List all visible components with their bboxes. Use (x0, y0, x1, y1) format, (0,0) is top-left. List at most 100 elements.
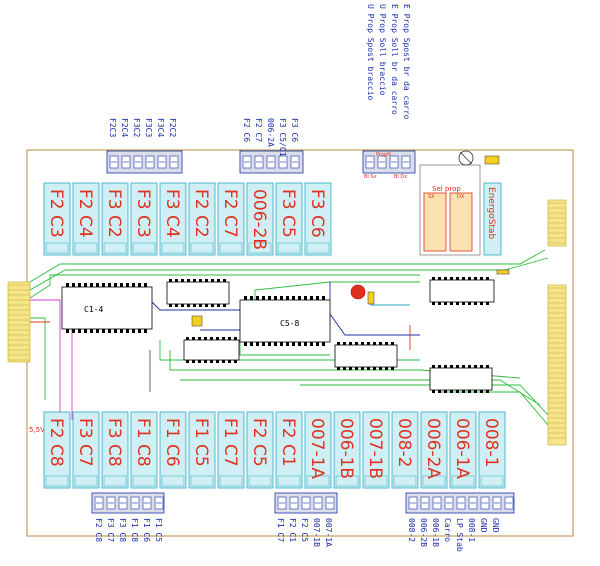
bottom-relay-label-2: F3 C8 (104, 418, 124, 467)
left-pin-header (7, 281, 31, 363)
top-connector-block-b (239, 150, 304, 174)
bottom-relay-label-12: 008-2 (394, 418, 414, 467)
top-relay-label-8: F3 C5 (278, 189, 298, 238)
bottom-relay-label-13: 006-2A (423, 418, 443, 479)
top-relay-label-6: F2 C7 (220, 189, 240, 238)
top-relay-6: F2 C7 (217, 182, 245, 256)
top-connector-label-b-2: 006-2A (266, 118, 275, 147)
top-relay-3: F3 C3 (130, 182, 158, 256)
bottom-connector-label-a-0: F2 C8 (94, 518, 103, 542)
top-relay-label-2: F3 C2 (104, 189, 124, 238)
bottom-relay-12: 008-2 (391, 411, 419, 489)
ic-small-5 (429, 367, 493, 391)
ic-small-3 (334, 344, 398, 368)
ic-small-4 (429, 279, 495, 303)
bl-sx-label: Bl Sx (364, 174, 377, 180)
bottom-relay-label-1: F3 C7 (75, 418, 95, 467)
bottom-relay-label-4: F1 C6 (162, 418, 182, 467)
top-relay-label-7: 006-2B (249, 189, 269, 250)
bottom-connector-label-a-1: F3 C7 (106, 518, 115, 542)
top-relay-label-1: F2 C4 (75, 189, 95, 238)
led-top-icon (484, 155, 500, 165)
bottom-connector-label-a-3: F1 C8 (130, 518, 139, 542)
bottom-connector-block-b (274, 492, 338, 514)
top-relay-8: F3 C5 (275, 182, 303, 256)
right-pin-header-top (547, 199, 567, 247)
chip-c1-4: C1-4 (61, 283, 153, 333)
bottom-connector-label-c-5: 008-1 (467, 518, 476, 542)
bottom-relay-13: 006-2A (420, 411, 448, 489)
top-relay-label-3: F3 C3 (133, 189, 153, 238)
bottom-relay-5: F1 C5 (188, 411, 216, 489)
ic-small-2 (183, 339, 240, 361)
bottom-connector-label-b-2: F2 C5 (300, 518, 309, 542)
bottom-relay-label-0: F2 C8 (46, 418, 66, 467)
voltage-label: 5,5V (29, 426, 45, 434)
bottom-relay-label-5: F1 C5 (191, 418, 211, 467)
bottom-relay-label-7: F2 C5 (249, 418, 269, 467)
bottom-relay-11: 007-1B (362, 411, 390, 489)
top-connector-label-a-4: F3C4 (156, 118, 165, 137)
bottom-connector-label-b-1: F2 C1 (288, 518, 297, 542)
bottom-relay-2: F3 C8 (101, 411, 129, 489)
top-connector-label-b-3: F3 C5/C1 (278, 118, 287, 157)
bottom-connector-label-c-6: GND (479, 518, 488, 533)
top-relay-9: F3 C6 (304, 182, 332, 256)
capacitor-icon (191, 315, 203, 327)
bottom-relay-label-6: F1 C7 (220, 418, 240, 467)
bottom-relay-14: 006-1A (449, 411, 477, 489)
top-connector-label-c-0: U Prop Spost braccio (366, 4, 375, 101)
bottom-connector-label-c-1: 006-2B (419, 518, 428, 547)
bottom-relay-label-9: 007-1A (307, 418, 327, 479)
bottom-relay-6: F1 C7 (217, 411, 245, 489)
top-connector-label-b-1: F2 C7 (254, 118, 263, 142)
bottom-relay-10: 006-1B (333, 411, 361, 489)
bl-dx-label: Bl Dx (394, 174, 407, 180)
top-connector-label-b-4: F3 C6 (290, 118, 299, 142)
bottom-connector-label-a-4: F1 C6 (142, 518, 151, 542)
selector-relay-block: Sel prop SX DX (419, 164, 481, 256)
bottom-relay-label-3: F1 C8 (133, 418, 153, 467)
top-connector-label-a-2: F3C2 (132, 118, 141, 137)
bottom-relay-7: F2 C5 (246, 411, 274, 489)
chip-c5-8: C5-8 (239, 296, 331, 346)
bottom-connector-block-a (91, 492, 165, 514)
buzzer-icon (350, 284, 366, 300)
energostab-label: EnergoStab (486, 187, 496, 239)
bottom-relay-4: F1 C6 (159, 411, 187, 489)
bottom-connector-label-b-4: 007-1A (324, 518, 333, 547)
bottom-relay-label-15: 008-1 (481, 418, 501, 467)
bottom-relay-3: F1 C8 (130, 411, 158, 489)
top-connector-label-b-0: F2 C6 (242, 118, 251, 142)
sel-prop-label: Sel prop (432, 185, 461, 193)
top-connector-label-a-0: F2C3 (108, 118, 117, 137)
top-relay-label-5: F2 C2 (191, 189, 211, 238)
bottom-connector-label-c-2: 006-1B (431, 518, 440, 547)
traces (29, 249, 549, 426)
top-relay-0: F2 C3 (43, 182, 71, 256)
top-connector-label-a-1: F2C4 (120, 118, 129, 137)
dx-label: DX (457, 194, 465, 200)
top-relay-1: F2 C4 (72, 182, 100, 256)
bottom-relay-15: 008-1 (478, 411, 506, 489)
bottom-connector-block-c (405, 492, 515, 514)
bottom-relay-label-14: 006-1A (452, 418, 472, 479)
led-icon (367, 291, 375, 305)
sx-label: SX (428, 194, 435, 200)
bottom-relay-8: F2 C1 (275, 411, 303, 489)
fuse-icon (458, 150, 474, 166)
top-relay-label-9: F3 C6 (307, 189, 327, 238)
bottom-relay-label-10: 006-1B (336, 418, 356, 479)
ic-small-1 (166, 281, 230, 305)
bottom-connector-label-a-5: F1 C5 (154, 518, 163, 542)
top-connector-block-c (362, 150, 416, 174)
top-relay-4: F3 C4 (159, 182, 187, 256)
top-connector-label-c-2: E Prop Soll br da carro (390, 4, 399, 115)
top-relay-label-0: F2 C3 (46, 189, 66, 238)
top-connector-block-a (106, 150, 183, 174)
bottom-connector-label-b-3: 007-1B (312, 518, 321, 547)
top-relay-label-4: F3 C4 (162, 189, 182, 238)
bottom-connector-label-c-7: GND (491, 518, 500, 533)
bottom-connector-label-c-4: LP Stab (455, 518, 464, 552)
